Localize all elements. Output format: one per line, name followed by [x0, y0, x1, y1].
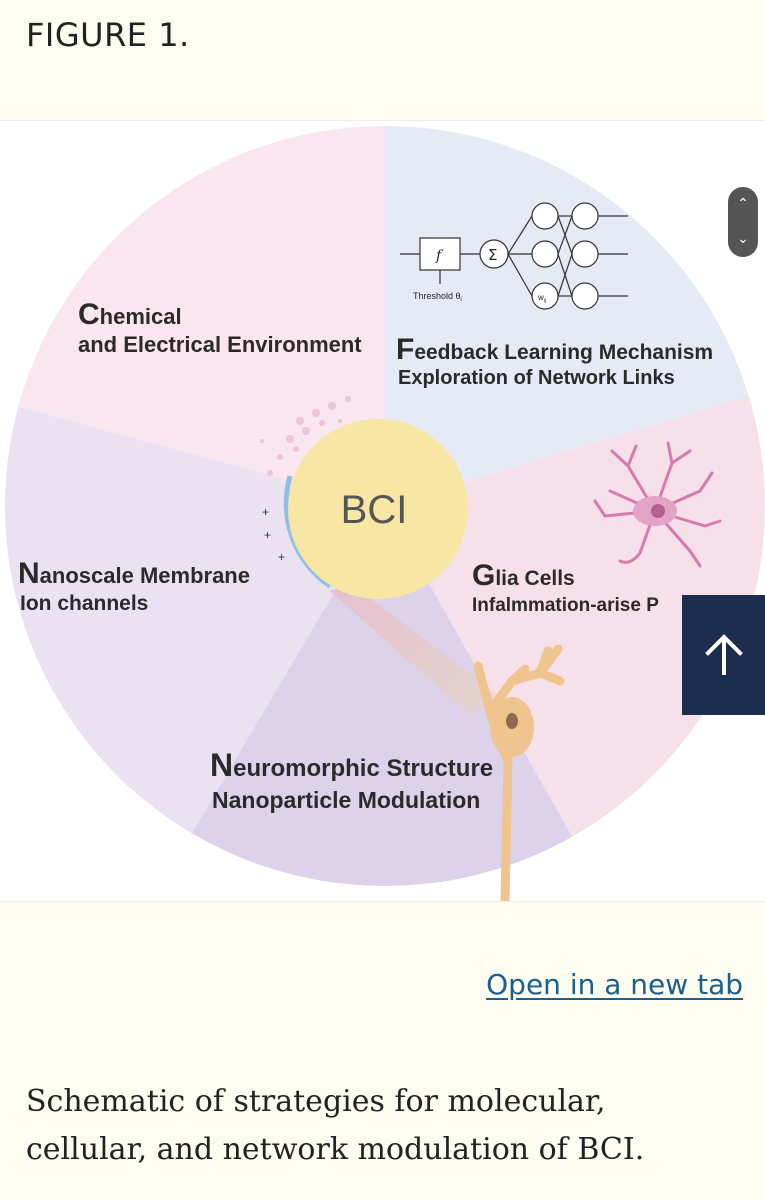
neuron-illustration — [473, 644, 565, 901]
back-to-top-button[interactable] — [682, 595, 765, 715]
bci-schematic: f Σ Threshold θi wij + + + — [5, 126, 765, 901]
ion-channel-arc — [283, 475, 332, 589]
open-in-new-tab-link[interactable]: Open in a new tab — [486, 968, 743, 1001]
sector-label-neuromorphic: Neuromorphic Structure — [210, 747, 493, 783]
sector-neuromorphic — [140, 506, 620, 886]
ion-sign: + — [278, 550, 285, 564]
sector-sublabel-nanoscale: Ion channels — [20, 592, 148, 615]
chevron-down-icon[interactable]: ⌄ — [737, 231, 749, 247]
light-beam — [330, 583, 500, 716]
figure-image[interactable]: f Σ Threshold θi wij + + + — [0, 120, 765, 902]
sector-label-nanoscale: Nanoscale Membrane — [18, 557, 250, 590]
ion-sign: + — [262, 505, 269, 519]
glia-cell-nucleus — [651, 504, 665, 518]
dots-texture — [260, 396, 351, 476]
figure-caption: Schematic of strategies for molecular, c… — [26, 1084, 645, 1167]
sum-symbol: Σ — [488, 246, 497, 264]
bci-center-circle — [288, 419, 468, 599]
chevron-up-icon[interactable]: ⌃ — [737, 196, 749, 212]
weight-label: wij — [537, 293, 546, 304]
figure-scroll-control[interactable]: ⌃ ⌄ — [728, 187, 758, 257]
ion-sign: + — [264, 528, 271, 542]
bci-center-label: BCI — [341, 488, 408, 532]
sector-label-chemical: Chemical — [78, 298, 182, 331]
figure-label: FIGURE 1. — [26, 16, 190, 54]
function-symbol: f — [435, 248, 444, 264]
threshold-label: Threshold θi — [413, 291, 462, 303]
sector-sublabel-glia: Infalmmation-arise P — [472, 595, 659, 616]
sector-label-glia: Glia Cells — [472, 559, 575, 592]
neural-network-diagram — [400, 202, 628, 310]
arrow-up-icon — [704, 634, 743, 675]
sector-sublabel-neuromorphic: Nanoparticle Modulation — [212, 787, 480, 813]
sector-sublabel-chemical: and Electrical Environment — [78, 332, 362, 357]
sector-label-feedback: Feedback Learning Mechanism — [396, 333, 713, 366]
sector-sublabel-feedback: Exploration of Network Links — [398, 367, 675, 389]
